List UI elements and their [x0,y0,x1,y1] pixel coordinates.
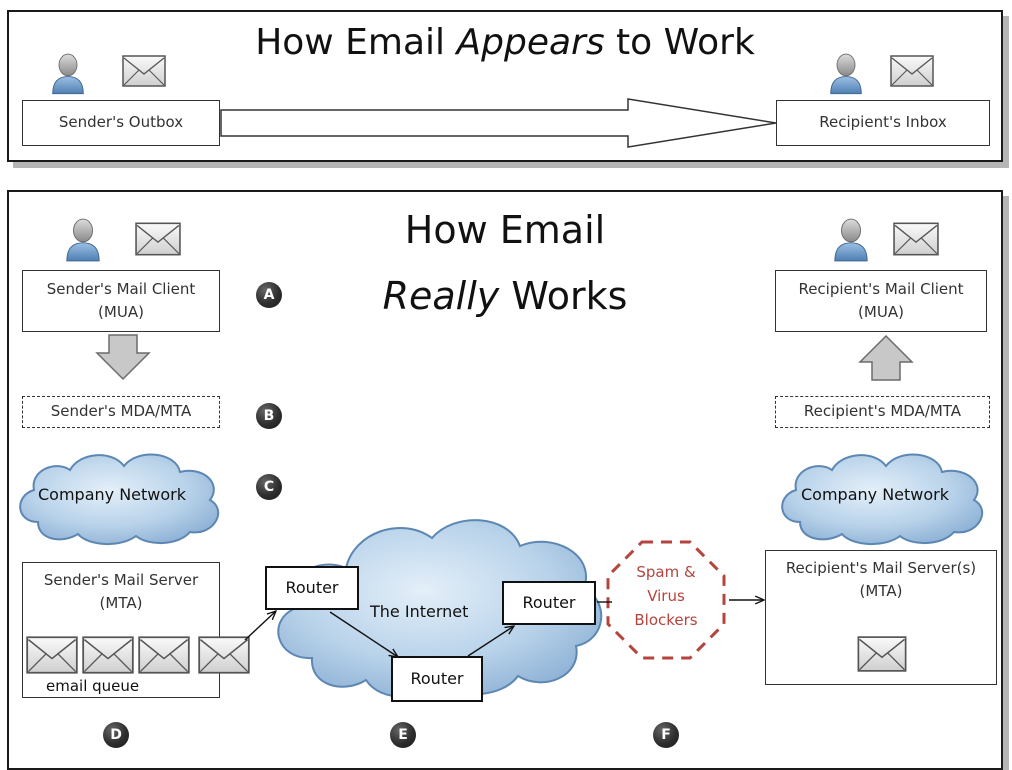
step-marker-a: A [256,282,282,308]
recipient-mda-mta-label: Recipient's MDA/MTA [803,402,962,421]
person-icon [832,215,870,263]
router-label: Router [522,592,576,612]
step-marker-d: D [103,722,129,748]
envelope-icon [82,636,134,674]
company-network-label-left: Company Network [38,485,187,504]
router-box: Router [502,581,596,625]
recipient-mda-mta-box: Recipient's MDA/MTA [775,396,990,428]
envelope-icon [135,222,181,256]
appears-title-suffix: to Work [604,22,755,63]
down-arrow-icon [95,334,151,381]
spam-label-line1: Spam & [636,563,696,581]
spam-virus-blockers-label: Spam & Virus Blockers [614,560,718,632]
recipient-mail-client-sublabel: (MUA) [858,303,904,321]
sender-mail-server-sublabel: (MTA) [99,594,143,613]
company-network-label-right: Company Network [801,485,950,504]
router-box: Router [391,656,483,702]
internet-label: The Internet [370,602,469,621]
router-label: Router [410,668,464,688]
email-queue-label: email queue [46,677,140,695]
envelope-icon [857,636,907,672]
envelope-icon [122,55,166,87]
step-marker-c: C [256,474,282,500]
appears-title-prefix: How Email [255,22,457,63]
step-marker-f: F [653,722,679,748]
company-network-cloud-left [19,453,220,546]
person-icon [828,50,864,96]
router-box: Router [265,566,359,610]
sender-mail-server-box: Sender's Mail Server (MTA) [22,562,220,698]
sender-mail-server-label: Sender's Mail Server [43,571,199,589]
envelope-icon [26,636,78,674]
appears-title: How Email Appears to Work [240,22,770,63]
really-title-rest: Works [499,274,628,318]
sender-outbox-label: Sender's Outbox [58,113,184,132]
recipient-inbox-box: Recipient's Inbox [776,100,990,146]
recipient-mail-server-sublabel: (MTA) [859,582,903,601]
envelope-icon [893,222,939,256]
recipient-inbox-label: Recipient's Inbox [819,113,947,132]
sender-outbox-box: Sender's Outbox [22,100,220,146]
recipient-mail-client-box: Recipient's Mail Client (MUA) [775,270,987,332]
step-marker-b: B [256,403,282,429]
sender-mda-mta-label: Sender's MDA/MTA [50,402,192,421]
really-title-line2: Really Works [350,274,660,318]
recipient-mail-server-text: Recipient's Mail Server(s) (MTA) [786,557,976,604]
person-icon [64,215,102,263]
appears-title-emph: Appears [456,22,605,63]
spam-label-line3: Blockers [634,611,698,629]
spam-label-line2: Virus [647,587,685,605]
sender-mail-client-box: Sender's Mail Client (MUA) [22,270,220,332]
really-title-emph: Really [382,274,500,318]
sender-mail-client-sublabel: (MUA) [98,303,144,321]
sender-mail-server-text: Sender's Mail Server (MTA) [44,569,198,616]
envelope-icon [890,55,934,87]
step-marker-e: E [390,722,416,748]
recipient-mail-server-label: Recipient's Mail Server(s) [785,559,977,577]
sender-mail-client-label: Sender's Mail Client [46,279,196,298]
sender-mda-mta-box: Sender's MDA/MTA [22,396,220,428]
company-network-cloud-right [781,453,984,546]
really-title-line1: How Email [404,208,606,252]
envelope-icon [138,636,190,674]
router-label: Router [285,577,339,597]
recipient-mail-client-label: Recipient's Mail Client [798,279,964,298]
envelope-icon [198,636,250,674]
spam-virus-blocker-octagon [606,540,726,660]
up-arrow-icon [858,334,914,381]
person-icon [50,50,86,96]
